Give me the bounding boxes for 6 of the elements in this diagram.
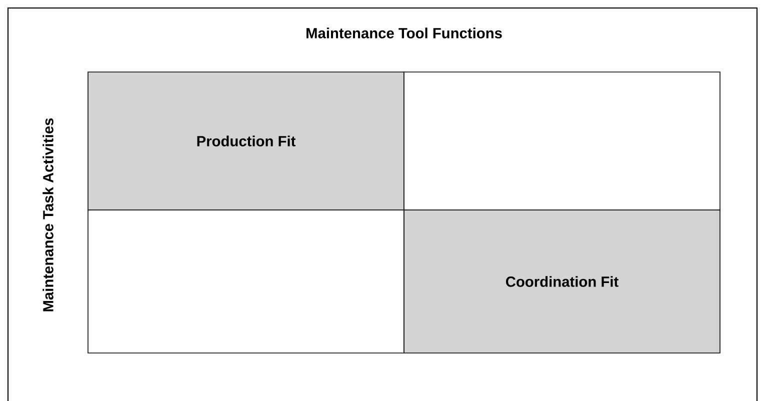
matrix-cell — [88, 210, 404, 354]
matrix-cell: Coordination Fit — [404, 210, 720, 354]
matrix-cell — [404, 72, 720, 210]
axis-label: Maintenance Task Activities — [42, 118, 54, 312]
title: Maintenance Tool Functions — [306, 28, 502, 38]
matrix-cell: Production Fit — [88, 72, 404, 210]
